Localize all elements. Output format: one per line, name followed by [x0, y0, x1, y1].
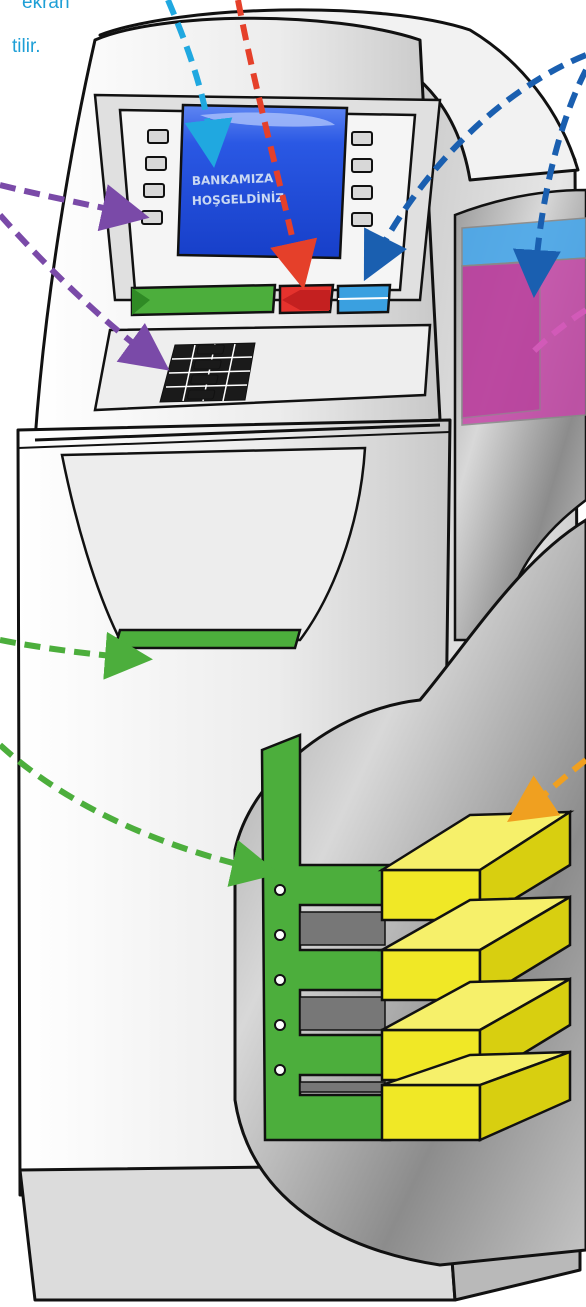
caption-line1: ekran	[22, 0, 70, 18]
keypad	[160, 343, 255, 402]
function-button[interactable]	[144, 184, 164, 197]
atm-screen: BANKAMIZA HOŞGELDİNİZ	[178, 105, 347, 258]
cash-dispenser-slot[interactable]	[115, 630, 300, 648]
function-button[interactable]	[352, 159, 372, 172]
screen-welcome-line1: BANKAMIZA	[192, 171, 275, 188]
function-button[interactable]	[148, 130, 168, 143]
function-button[interactable]	[352, 213, 372, 226]
function-button[interactable]	[146, 157, 166, 170]
card-slot[interactable]	[132, 285, 275, 315]
function-button[interactable]	[352, 186, 372, 199]
function-button[interactable]	[142, 211, 162, 224]
function-button[interactable]	[352, 132, 372, 145]
keypad-shelf	[95, 325, 430, 410]
caption-line2: tilir.	[12, 32, 41, 62]
